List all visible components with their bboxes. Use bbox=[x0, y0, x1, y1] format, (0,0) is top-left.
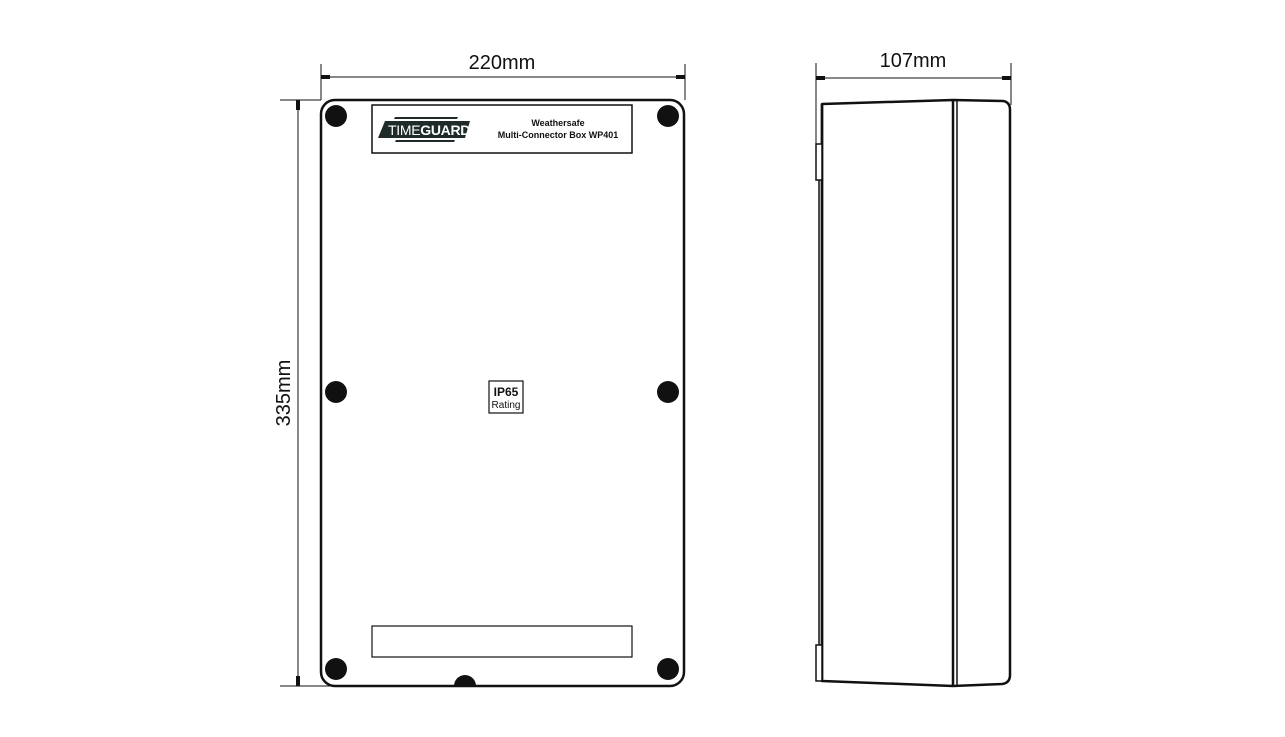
screw-hole-icon bbox=[325, 381, 347, 403]
timeguard-logo-icon bbox=[378, 121, 470, 138]
hinge-tab-bottom bbox=[815, 644, 823, 682]
product-line-1: Weathersafe bbox=[531, 118, 584, 128]
brand-logo-text: TIMEGUARD bbox=[388, 122, 470, 138]
depth-dimension-label: 107mm bbox=[880, 50, 947, 72]
hinge-tab-top bbox=[815, 143, 823, 181]
ip-rating-value: IP65 bbox=[494, 385, 519, 399]
ip-rating-label: Rating bbox=[492, 400, 521, 411]
product-line-2: Multi-Connector Box WP401 bbox=[498, 130, 619, 140]
screw-hole-icon bbox=[657, 658, 679, 680]
cable-entry-icon bbox=[454, 675, 476, 686]
ip-rating-badge: IP65 Rating bbox=[488, 380, 524, 414]
front-view: 220mm 335mm TIMEGUARD W bbox=[273, 52, 686, 688]
height-dimension: 335mm bbox=[273, 99, 330, 687]
width-dimension: 220mm bbox=[320, 52, 686, 100]
label-plate: TIMEGUARD Weathersafe Multi-Connector Bo… bbox=[371, 104, 633, 154]
height-dimension-label: 335mm bbox=[273, 360, 295, 427]
bottom-label-area bbox=[371, 625, 633, 658]
width-dimension-label: 220mm bbox=[469, 52, 536, 74]
screw-hole-icon bbox=[325, 658, 347, 680]
screw-hole-icon bbox=[657, 105, 679, 127]
side-view: 107mm bbox=[815, 50, 1012, 688]
screw-hole-icon bbox=[657, 381, 679, 403]
enclosure-side-outline bbox=[820, 98, 1012, 688]
screw-hole-icon bbox=[325, 105, 347, 127]
